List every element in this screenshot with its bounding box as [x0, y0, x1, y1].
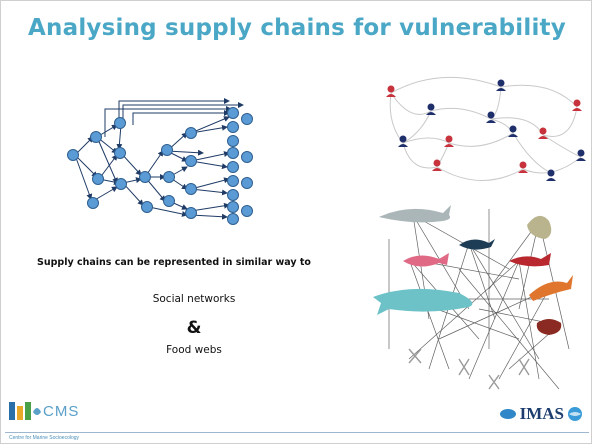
social-network-people [386, 76, 586, 181]
imas-swoosh-icon [499, 409, 516, 419]
imas-logo: IMAS [499, 403, 583, 425]
footer-rule [5, 432, 589, 433]
social-networks-label: Social networks [152, 293, 236, 305]
seabird-icon [459, 239, 495, 250]
food-web-animals [373, 205, 573, 390]
slide-caption: Supply chains can be represented in simi… [37, 257, 311, 268]
zooplankton-icon [408, 348, 530, 390]
cms-logo-icon [9, 402, 41, 420]
imas-logo-text: IMAS [519, 404, 564, 423]
shark-icon [379, 205, 451, 223]
seal-icon [527, 215, 552, 239]
food-webs-label: Food webs [166, 344, 222, 356]
orange-fish-icon [529, 275, 573, 301]
supply-chain-network [67, 98, 253, 225]
imas-globe-icon [568, 407, 582, 421]
red-snapper-icon [509, 253, 551, 267]
crab-icon [536, 319, 562, 335]
red-fish-icon [403, 253, 449, 267]
slide-title: Analysing supply chains for vulnerabilit… [28, 15, 566, 41]
cms-logo-text: CMS [43, 403, 80, 420]
cms-subtext: Centre for Marine Socioecology [9, 435, 80, 441]
whale-icon [373, 288, 473, 315]
ampersand-label: & [186, 318, 202, 338]
